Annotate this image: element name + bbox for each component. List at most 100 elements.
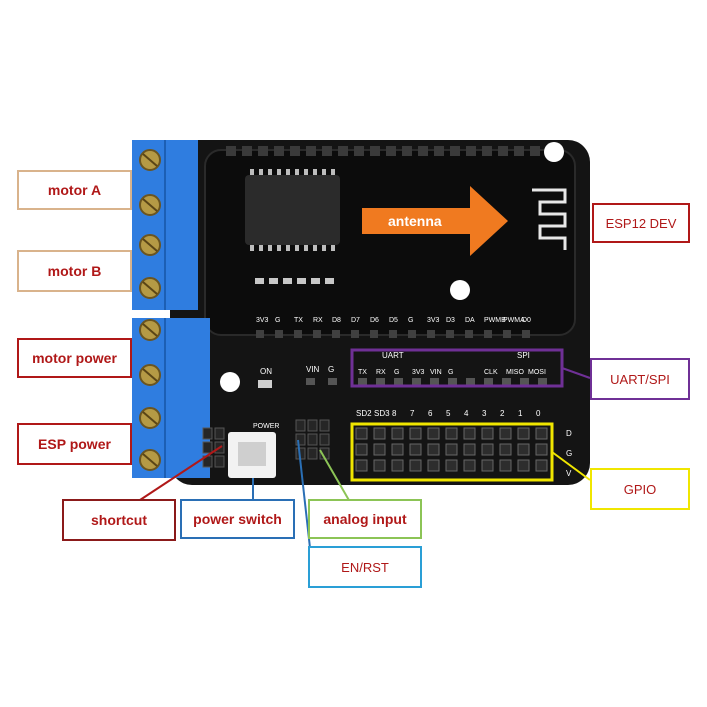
top-pin-hole (351, 330, 359, 338)
header-pin (370, 146, 380, 156)
chip-legs (250, 169, 335, 251)
top-pin-label: DA (465, 317, 475, 324)
chip-leg (313, 245, 317, 251)
screw-slot (142, 238, 158, 252)
callout-power-switch: power switch (180, 499, 295, 539)
gpio-pin (391, 443, 404, 456)
top-pin-label: TX (294, 317, 303, 324)
screw-terminals (139, 149, 161, 471)
smd-part (283, 278, 292, 284)
top-pin-hole (408, 330, 416, 338)
gpio-pin-label: 7 (410, 409, 415, 418)
top-pin-hole (484, 330, 492, 338)
chip-leg (331, 169, 335, 175)
gpio-pin-label: 8 (392, 409, 397, 418)
vin-g-pins (306, 378, 337, 385)
spi-pin-label: MOSI (528, 369, 546, 376)
gpio-pin (427, 459, 440, 472)
uart-title: UART (382, 351, 404, 360)
on-label: ON (260, 367, 272, 376)
gpio-pin (427, 443, 440, 456)
gpio-pin-label: 3 (482, 409, 487, 418)
gpio-pin (463, 459, 476, 472)
uart-pin-label: TX (358, 369, 367, 376)
jumper-pin (307, 419, 318, 432)
header-pin (290, 146, 300, 156)
top-header (226, 146, 540, 156)
top-pin-hole (389, 330, 397, 338)
gpio-pin-label: SD3 (374, 409, 390, 418)
chip-leg (295, 169, 299, 175)
gpio-pin (517, 427, 530, 440)
smd-components (255, 278, 334, 284)
top-pin-hole (332, 330, 340, 338)
gpio-pin (391, 459, 404, 472)
screw-slot (142, 153, 158, 167)
svg-text:G: G (566, 449, 572, 458)
chip-leg (277, 245, 281, 251)
uart-pin-label: G (394, 369, 399, 376)
top-pin-hole (522, 330, 530, 338)
spi-title: SPI (517, 351, 530, 360)
svg-text:D: D (566, 429, 572, 438)
shortcut-connector (139, 445, 223, 501)
top-pin-hole (313, 330, 321, 338)
header-pin (482, 146, 492, 156)
power-led (258, 380, 272, 388)
gpio-pin (427, 427, 440, 440)
callout-analog-input: analog input (308, 499, 422, 539)
gpio-pin-label: SD2 (356, 409, 372, 418)
antenna-arrow-icon (362, 186, 508, 256)
top-pin-hole (294, 330, 302, 338)
uart-pin-label: VIN (430, 369, 442, 376)
callout-gpio: GPIO (590, 468, 690, 510)
uart-pin-label: RX (376, 369, 386, 376)
top-pin-label: 3V3 (256, 317, 269, 324)
jumper-pin (307, 447, 318, 460)
top-pin-label: PWMA (503, 317, 525, 324)
gpio-pin (355, 427, 368, 440)
gpio-pin (373, 443, 386, 456)
header-pin (402, 146, 412, 156)
screw-slot (142, 281, 158, 295)
terminal-block-power (132, 318, 210, 478)
gpio-pin (499, 427, 512, 440)
gpio-pin (355, 443, 368, 456)
shortcut-jumpers (202, 427, 225, 468)
g-label: G (328, 365, 334, 374)
callout-esp-power: ESP power (17, 423, 132, 465)
chip-leg (313, 169, 317, 175)
uart-pin-label: 3V3 (412, 369, 425, 376)
jumper-pin (214, 427, 225, 440)
gpio-pin (535, 459, 548, 472)
gpio-pin (499, 443, 512, 456)
analog-enrst-jumpers (295, 419, 330, 460)
gpio-pin-label: 1 (518, 409, 523, 418)
header-pin (274, 146, 284, 156)
smd-part (297, 278, 306, 284)
screw-slot (142, 323, 158, 337)
top-pin-label: G (275, 317, 280, 324)
chip-leg (322, 169, 326, 175)
gpio-pin (445, 427, 458, 440)
uart-spi-pin (448, 378, 457, 385)
top-pin-label: D8 (332, 317, 341, 324)
header-pin (306, 146, 316, 156)
chip-leg (322, 245, 326, 251)
gpio-pin (409, 427, 422, 440)
uart-spi-pin (430, 378, 439, 385)
chip-leg (295, 245, 299, 251)
gpio-pin-label: 6 (428, 409, 433, 418)
smd-part (325, 278, 334, 284)
callout-motor-b: motor B (17, 250, 132, 292)
top-pin-label: D6 (370, 317, 379, 324)
header-pin (258, 146, 268, 156)
smd-part (311, 278, 320, 284)
chip-leg (268, 245, 272, 251)
uart-spi-pin (484, 378, 493, 385)
uart-spi-pin (394, 378, 403, 385)
header-pin (386, 146, 396, 156)
